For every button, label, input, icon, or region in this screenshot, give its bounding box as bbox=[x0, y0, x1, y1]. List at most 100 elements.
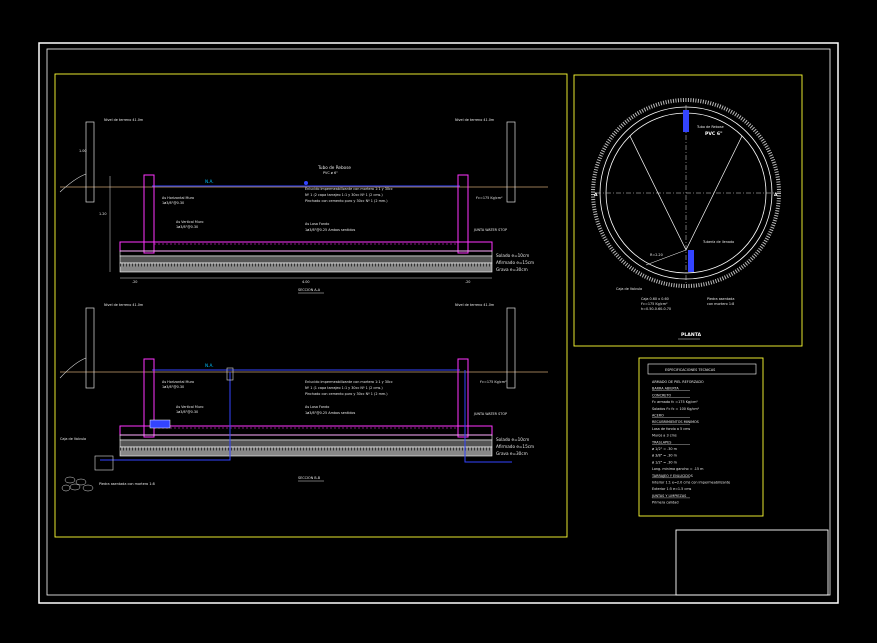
specs-heading-box bbox=[647, 363, 757, 375]
section-upper: Nivel de terreno 41.0m Nivel de terreno … bbox=[59, 118, 548, 294]
ring-note-2: f'c=175 Kg/cm² bbox=[641, 302, 668, 306]
specs-heading: ESPECIFICACIONES TECNICAS bbox=[665, 368, 715, 372]
horizontal-steel-spec: 1ø3/8"@0.30 bbox=[162, 385, 184, 389]
vertical-steel: As Vertical Muro bbox=[176, 220, 203, 224]
plan-view: A A Tubo de Rebose PVC 6" Tubería de lle… bbox=[591, 98, 781, 340]
outlet-label: Caja de Valvula bbox=[616, 287, 642, 291]
plaster-note-1: Enlucido impermeabilizante con mortero 1… bbox=[305, 187, 393, 191]
title-block[interactable] bbox=[675, 529, 829, 596]
layer-grava bbox=[119, 446, 493, 457]
specs-list: ARMADO DE PIEL REFORZADO BARRA ABIERTA CON… bbox=[651, 380, 730, 505]
waterstop-label: JUNTA WATER STOP bbox=[473, 412, 507, 416]
right-terrain-marker bbox=[506, 121, 516, 203]
plaster-note-2: Nº 1 (1 capa tarrajeo 1:1 y 30cc Nº 1 (2… bbox=[305, 386, 383, 390]
right-wall bbox=[457, 174, 469, 254]
outlet-pipe bbox=[100, 372, 231, 461]
specs-viewport[interactable] bbox=[638, 357, 764, 517]
dim-right: .20 bbox=[465, 280, 470, 284]
radius-line bbox=[645, 249, 687, 266]
slab-steel-spec: 1ø3/8"@0.25 Ambos sentidos bbox=[305, 411, 355, 415]
section-title: SECCION B-B bbox=[298, 476, 321, 480]
spec-line: RECUBRIMIENTOS MINIMOS bbox=[652, 420, 699, 424]
pipe-spec: PVC ø 6" bbox=[323, 171, 338, 175]
drain-pipe bbox=[464, 370, 512, 463]
plaster-note-3: Pinchado con cemento puro y 30cc Nº 1 (2… bbox=[305, 199, 388, 203]
spec-line: ARMADO DE PIEL REFORZADO bbox=[652, 380, 704, 384]
plaster-note-2: Nº 1 (2 capa tarrajeo 1:1 y 30cc Nº 1 (2… bbox=[305, 193, 383, 197]
dim-center: 4.00 bbox=[302, 280, 310, 284]
slab-steel-spec: 1ø3/8"@0.25 Ambos sentidos bbox=[305, 228, 355, 232]
plan-viewport[interactable] bbox=[573, 74, 803, 347]
spec-line: CONCRETO bbox=[652, 393, 672, 397]
spec-line: Losa de fondo a 5 cms bbox=[652, 427, 690, 431]
spec-line: f'c armado fc =175 Kg/cm² bbox=[652, 400, 698, 404]
layer-grava bbox=[119, 262, 493, 273]
horizontal-steel: As Horizontal Muro bbox=[162, 196, 194, 200]
sections-viewport[interactable] bbox=[54, 73, 568, 538]
water-marker: N.A. bbox=[205, 179, 214, 184]
stone-label: Piedra asentada bbox=[707, 297, 734, 301]
right-wall bbox=[457, 358, 469, 438]
left-level-label: Nivel de terreno 41.0m bbox=[104, 303, 144, 307]
slope-line bbox=[59, 173, 87, 193]
spec-line: Solados f'c fc = 100 Kg/cm² bbox=[652, 407, 700, 411]
left-wall bbox=[143, 358, 155, 438]
left-terrain-marker bbox=[85, 121, 95, 203]
radius-label: R=2.20 bbox=[650, 253, 663, 257]
overflow-pipe bbox=[683, 110, 689, 132]
left-wall bbox=[143, 174, 155, 254]
layer-3-label: Grava e=30cm bbox=[496, 267, 528, 272]
layer-2-label: Afirmado e=15cm bbox=[496, 444, 534, 449]
valve-box bbox=[94, 455, 114, 471]
spec-line: JUNTAS Y LIMPIEZAS bbox=[651, 494, 686, 498]
pipe-fitting bbox=[226, 367, 234, 381]
drain-label: Piedra asentada con mortero 1:8 bbox=[99, 482, 155, 486]
layer-2-label: Afirmado e=15cm bbox=[496, 260, 534, 265]
section-a-right: A bbox=[774, 192, 778, 198]
vertical-steel: As Vertical Muro bbox=[176, 405, 203, 409]
layer-1-label: Solado e=10cm bbox=[496, 253, 529, 258]
slab-steel: As Losa Fondo bbox=[305, 222, 329, 226]
concrete-spec: f'c=175 Kg/cm² bbox=[480, 380, 507, 384]
plaster-note-3: Pinchado con cemento puro y 30cc Nº 1 (2… bbox=[305, 392, 388, 396]
spec-line: Long. minima gancho = .15 m bbox=[652, 467, 704, 471]
spec-line: BARRA ABIERTA bbox=[652, 387, 679, 391]
water-marker: N.A. bbox=[205, 363, 214, 368]
dim-height-a: 1.20 bbox=[99, 212, 107, 216]
pipe-label: Tubo de Rebose bbox=[317, 165, 351, 170]
spec-line: ø 3/8" = .30 m bbox=[652, 454, 678, 458]
vertical-steel-spec: 1ø3/8"@0.30 bbox=[176, 410, 198, 414]
right-terrain-marker bbox=[506, 307, 516, 389]
right-level-label: Nivel de terreno 41.0m bbox=[455, 118, 495, 122]
layer-3-label: Grava e=30cm bbox=[496, 451, 528, 456]
layer-1-label: Solado e=10cm bbox=[496, 437, 529, 442]
inlet-label: Tubería de llenado bbox=[702, 240, 734, 244]
spec-line: Muros a 3 cms bbox=[652, 434, 677, 438]
spec-line: ACERO bbox=[652, 414, 664, 418]
concrete-spec: f'c=175 Kg/cm² bbox=[476, 196, 503, 200]
section-title: SECCION A-A bbox=[298, 288, 321, 292]
spec-line: Interior 1:1 e=2.0 cms con impermeabiliz… bbox=[652, 481, 730, 485]
stone-ring bbox=[591, 98, 781, 288]
plaster-note-1: Enlucido impermeabilizante con mortero 1… bbox=[305, 380, 393, 384]
layer-afirmado bbox=[119, 439, 493, 448]
horizontal-steel-spec: 1ø3/8"@0.30 bbox=[162, 201, 184, 205]
right-level-label: Nivel de terreno 41.0m bbox=[455, 303, 495, 307]
overflow-pipe-marker bbox=[304, 181, 308, 185]
outlet-pipe bbox=[688, 250, 694, 272]
layer-afirmado bbox=[119, 255, 493, 264]
spec-line: TARRAJEO Y ENLUCIDOS bbox=[651, 474, 693, 478]
ring-note-1: Caja 0.60 x 0.60 bbox=[641, 297, 669, 301]
spec-line: ø 1/2" = .30 m bbox=[652, 460, 678, 464]
stone-label-2: con mortero 1:8 bbox=[707, 302, 734, 306]
dim-left: .20 bbox=[132, 280, 137, 284]
drain-stones bbox=[61, 476, 94, 492]
spec-line: ø 1/2" = .30 m bbox=[652, 447, 678, 451]
left-level-label: Nivel de terreno 41.0m bbox=[104, 118, 144, 122]
inner-frame bbox=[46, 48, 831, 596]
dim-height-b: 1.00 bbox=[79, 149, 87, 153]
section-a-left: A bbox=[594, 192, 598, 198]
section-lower: Nivel de terreno 41.0m Nivel de terreno … bbox=[59, 303, 548, 492]
